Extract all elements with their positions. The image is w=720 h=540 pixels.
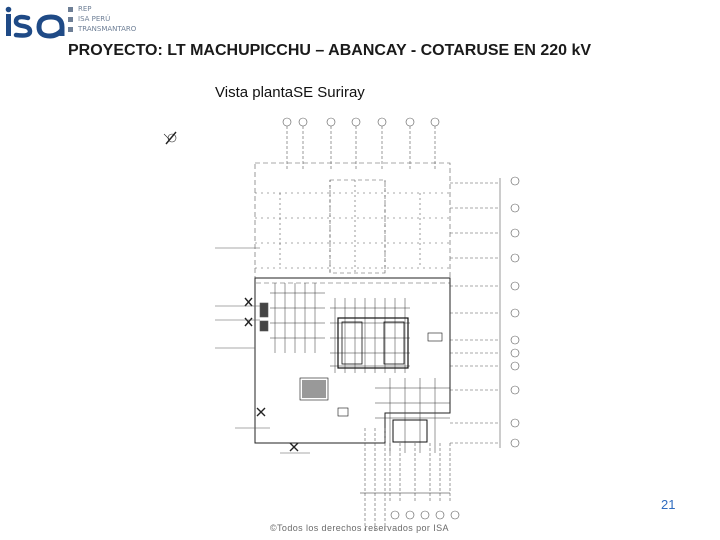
slide-title: PROYECTO: LT MACHUPICCHU – ABANCAY - COT… (68, 42, 592, 59)
bullet-square-icon (68, 26, 73, 32)
page-number: 21 (661, 497, 676, 512)
substation-plan-drawing (163, 117, 520, 533)
copyright-footer: ©Todos los derechos reservados por ISA (270, 523, 449, 533)
brand-list: REP ISA PERÚ TRANSMANTARO (68, 4, 136, 34)
brand-label: ISA PERÚ (78, 15, 111, 23)
bullet-square-icon (68, 6, 73, 12)
brand-item: REP (68, 4, 136, 14)
brand-item: ISA PERÚ (68, 14, 136, 24)
brand-item: TRANSMANTARO (68, 24, 136, 34)
brand-label: TRANSMANTARO (78, 25, 137, 33)
bullet-square-icon (68, 16, 73, 22)
slide-subtitle: Vista plantaSE Suriray (215, 84, 365, 101)
isa-logo (5, 6, 65, 39)
brand-label: REP (78, 5, 92, 13)
north-arrow-icon (163, 131, 177, 145)
